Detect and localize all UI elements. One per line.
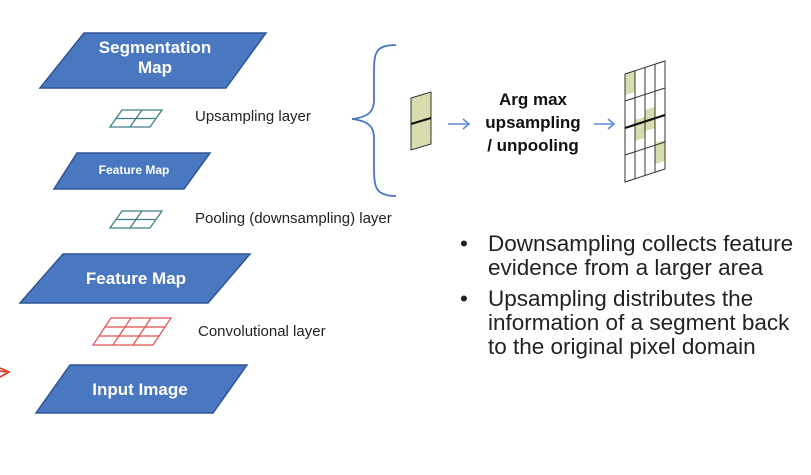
- upsampling-grid-icon: [108, 109, 164, 128]
- argmax-line-1: Arg max: [498, 90, 568, 109]
- arrow-to-argmax-icon: [448, 118, 471, 130]
- arrow-from-argmax-icon: [594, 118, 616, 130]
- bullet-item: • Upsampling distributes the information…: [458, 287, 803, 359]
- argmax-caption: Arg max upsampling / unpooling: [474, 89, 592, 158]
- pooling-grid-icon: [108, 210, 164, 229]
- segmentation-map-shape: [38, 32, 268, 89]
- bullet-text: Downsampling collects feature evidence f…: [488, 231, 794, 280]
- bullet-list: • Downsampling collects feature evidence…: [458, 232, 803, 366]
- convolutional-grid-icon: [91, 317, 173, 346]
- argmax-line-3: / unpooling: [487, 135, 579, 155]
- input-image-label: Input Image: [92, 380, 188, 399]
- convolutional-layer-label: Convolutional layer: [198, 323, 326, 340]
- bullet-text: Upsampling distributes the information o…: [488, 286, 790, 359]
- pooling-layer-label: Pooling (downsampling) layer: [195, 210, 392, 227]
- argmax-line-2: upsampling: [485, 112, 581, 132]
- upsampled-grid-icon: [624, 60, 666, 183]
- feature-map-large-label: Feature Map: [85, 269, 187, 288]
- pooled-cells-grid-icon: [410, 91, 432, 151]
- red-arrow-annotation-icon: [0, 367, 11, 378]
- upsampling-layer-label: Upsampling layer: [195, 108, 311, 125]
- bullet-dot-icon: •: [460, 231, 468, 256]
- input-image-shape: [34, 364, 249, 414]
- segmentation-map-label: Segmentation Map: [98, 38, 212, 77]
- feature-map-large-shape: [18, 253, 252, 304]
- bullet-dot-icon: •: [460, 286, 468, 311]
- feature-map-small-label: Feature Map: [98, 163, 170, 177]
- bullet-item: • Downsampling collects feature evidence…: [458, 232, 803, 280]
- curly-brace-icon: [351, 44, 397, 197]
- feature-map-small-shape: [52, 152, 212, 190]
